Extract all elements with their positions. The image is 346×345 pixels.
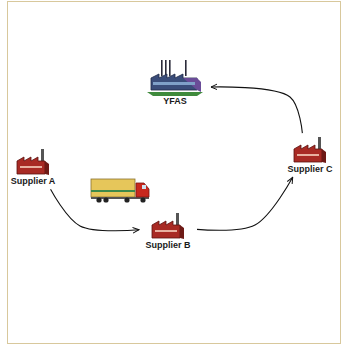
supplier-node: Supplier B xyxy=(142,212,194,251)
plant-node: YFAS xyxy=(142,58,208,107)
supplier-node: Supplier A xyxy=(8,148,59,187)
node-label: YFAS xyxy=(142,96,208,107)
factory-windows xyxy=(155,230,177,232)
flow-arrow xyxy=(51,189,139,230)
factory-side xyxy=(45,161,49,175)
factory-side xyxy=(322,149,326,163)
frame-border xyxy=(8,2,341,344)
factory-building xyxy=(17,157,45,174)
plant-chimney xyxy=(165,60,167,76)
factory-icon xyxy=(15,148,51,176)
factory-building xyxy=(294,145,322,162)
factory-windows xyxy=(20,166,42,168)
factory-building xyxy=(152,221,180,238)
plant-chimney xyxy=(169,60,171,76)
truck-wheel xyxy=(103,197,108,202)
plant-ground xyxy=(147,92,203,96)
node-label: Supplier B xyxy=(142,240,194,251)
truck xyxy=(91,179,149,203)
node-label: Supplier A xyxy=(8,176,59,187)
factory-side xyxy=(180,225,184,239)
plant-windows xyxy=(153,82,195,85)
factory-icon xyxy=(292,136,328,164)
factory-windows xyxy=(297,154,319,156)
factory-icon xyxy=(150,212,186,240)
truck-stripe xyxy=(91,190,135,192)
truck-wheel xyxy=(124,197,129,202)
flow-arrow xyxy=(197,177,293,230)
factory-chimney xyxy=(318,137,321,149)
plant-building xyxy=(151,74,197,90)
truck-trailer xyxy=(91,179,135,197)
plant-chimney xyxy=(185,60,187,76)
supplier-node: Supplier C xyxy=(284,136,336,175)
flow-arrow xyxy=(211,87,302,133)
truck-cab xyxy=(136,183,149,197)
node-label: Supplier C xyxy=(284,164,336,175)
truck-window xyxy=(142,185,146,189)
truck-wheel xyxy=(96,197,101,202)
truck-wheel xyxy=(140,197,145,202)
factory-chimney xyxy=(41,149,44,161)
plant-icon xyxy=(145,58,205,96)
plant-chimney xyxy=(161,60,163,76)
factory-chimney xyxy=(176,213,179,225)
